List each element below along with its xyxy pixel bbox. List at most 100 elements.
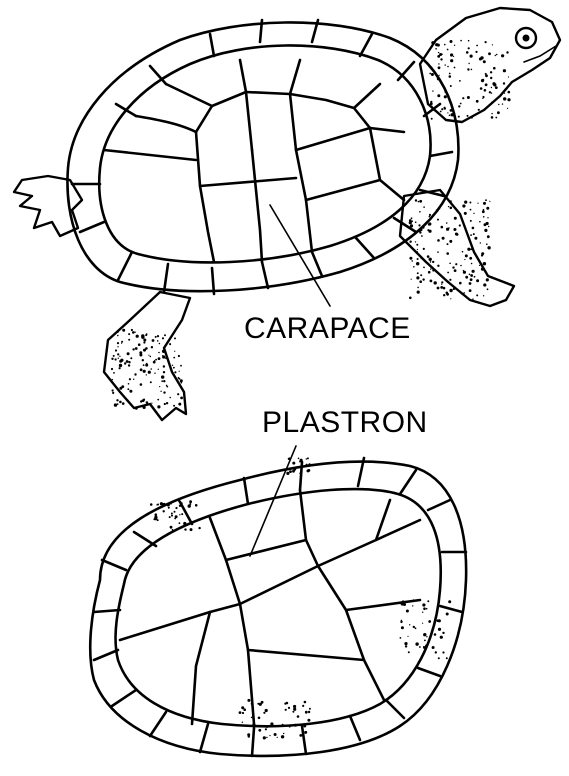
stipple-dot <box>139 354 142 357</box>
stipple-dot <box>470 234 472 236</box>
stipple-dot <box>146 374 147 375</box>
stipple-dot <box>146 401 149 404</box>
stipple-dot <box>179 514 180 515</box>
turtle-eye-pupil <box>523 35 530 42</box>
stipple-dot <box>491 116 494 119</box>
stipple-dot <box>438 66 441 69</box>
stipple-dot <box>425 649 427 651</box>
stipple-dot <box>158 357 161 360</box>
stipple-dot <box>148 355 149 356</box>
stipple-dot <box>460 265 462 267</box>
stipple-dot <box>173 405 175 407</box>
stipple-dot <box>299 466 301 468</box>
stipple-dot <box>493 67 496 70</box>
stipple-dot <box>445 64 446 65</box>
stipple-dot <box>432 646 435 649</box>
stipple-dot <box>411 260 413 262</box>
stipple-dot <box>449 75 452 78</box>
stipple-dot <box>469 202 471 204</box>
stipple-dot <box>263 712 265 714</box>
stipple-dot <box>181 513 183 515</box>
stipple-dot <box>412 605 413 606</box>
carapace-outline <box>67 22 458 291</box>
stipple-dot <box>289 470 292 473</box>
stipple-dot <box>174 511 176 513</box>
stipple-dot <box>403 603 406 606</box>
stipple-dot <box>462 97 464 99</box>
stipple-dot <box>150 503 153 506</box>
stipple-dot <box>430 102 433 105</box>
stipple-dot <box>411 279 412 280</box>
stipple-dot <box>442 237 445 240</box>
stipple-dot <box>450 85 452 87</box>
stipple-dot <box>446 292 449 295</box>
stipple-dot <box>416 262 419 265</box>
stipple-dot <box>462 204 465 207</box>
stipple-dot <box>179 505 181 507</box>
stipple-dot <box>467 96 470 99</box>
stipple-dot <box>469 257 472 260</box>
stipple-dot <box>157 335 159 337</box>
stipple-dot <box>491 87 492 88</box>
stipple-dot <box>483 60 486 63</box>
stipple-dot <box>163 365 165 367</box>
stipple-dot <box>418 224 420 226</box>
stipple-dot <box>437 239 440 242</box>
stipple-dot <box>453 288 455 290</box>
stipple-dot <box>141 334 144 337</box>
stipple-dot <box>463 292 465 294</box>
stipple-dot <box>188 504 191 507</box>
stipple-dot <box>150 356 152 358</box>
stipple-dot <box>454 45 455 46</box>
stipple-dot <box>300 459 303 462</box>
stipple-dot <box>411 220 413 222</box>
stipple-dot <box>419 646 421 648</box>
stipple-dot <box>498 104 499 105</box>
stipple-dot <box>423 607 426 610</box>
stipple-dot <box>406 610 409 613</box>
stipple-dot <box>463 271 466 274</box>
stipple-dot <box>154 360 155 361</box>
stipple-dot <box>175 517 176 518</box>
stipple-dot <box>151 346 153 348</box>
stipple-dot <box>483 295 484 296</box>
stipple-dot <box>158 369 159 370</box>
stipple-dot <box>432 261 434 263</box>
stipple-dot <box>298 458 300 460</box>
stipple-dot <box>417 291 420 294</box>
stipple-dot <box>440 286 443 289</box>
stipple-dot <box>289 726 291 728</box>
stipple-dot <box>447 112 448 113</box>
stipple-dot <box>150 368 152 370</box>
stipple-dot <box>293 468 296 471</box>
stipple-dot <box>409 297 412 300</box>
stipple-dot <box>122 402 125 405</box>
stipple-dot <box>484 89 487 92</box>
stipple-dot <box>454 217 457 220</box>
stipple-dot <box>428 230 431 233</box>
stipple-dot <box>480 242 481 243</box>
stipple-dot <box>169 343 171 345</box>
stipple-dot <box>459 224 461 226</box>
stipple-dot <box>163 510 165 512</box>
stipple-dot <box>410 224 413 227</box>
stipple-dot <box>112 392 114 394</box>
stipple-dot <box>464 259 465 260</box>
stipple-dot <box>181 382 183 384</box>
stipple-dot <box>118 358 119 359</box>
stipple-dot <box>143 370 146 373</box>
stipple-dot <box>454 67 456 69</box>
stipple-dot <box>444 44 446 46</box>
stipple-dot <box>265 709 268 712</box>
stipple-dot <box>183 524 186 527</box>
stipple-dot <box>446 252 449 255</box>
stipple-dot <box>461 293 462 294</box>
stipple-dot <box>450 59 453 62</box>
stipple-dot <box>468 40 470 42</box>
stipple-dot <box>483 209 485 211</box>
stipple-dot <box>503 97 506 100</box>
stipple-dot <box>165 357 167 359</box>
stipple-dot <box>472 298 473 299</box>
stipple-dot <box>483 262 486 265</box>
